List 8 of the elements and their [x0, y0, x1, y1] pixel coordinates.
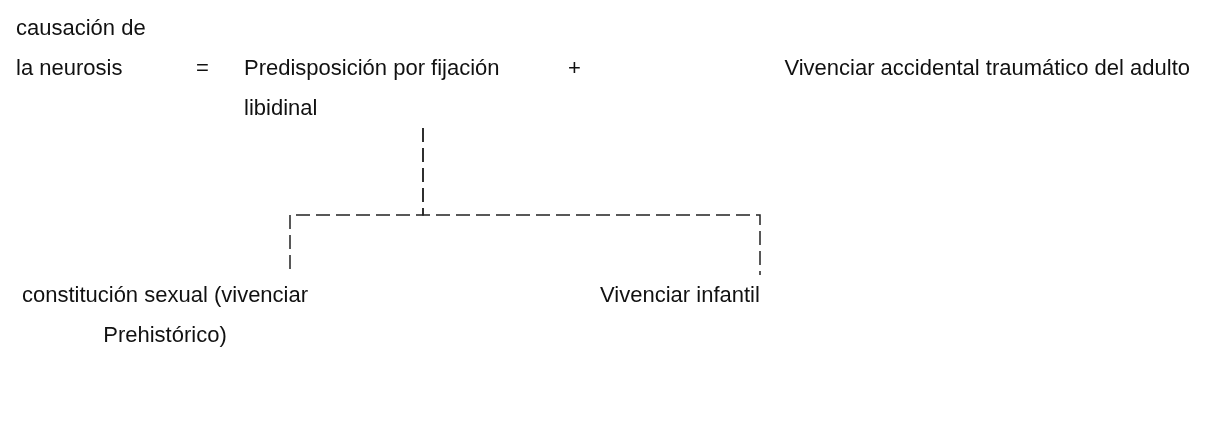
- node-text: Predisposición por fijación libidinal: [244, 54, 501, 122]
- node-text: Vivenciar accidental traumático del adulto: [784, 54, 1190, 82]
- operator-sign: =: [196, 54, 209, 82]
- node-text: Vivenciar infantil: [600, 281, 760, 309]
- connector-line: [422, 127, 761, 276]
- node-text: causación de la neurosis: [16, 14, 147, 82]
- operator-sign: +: [568, 54, 581, 82]
- node-text: constitución sexual (vivenciar Prehistórico): [20, 281, 310, 349]
